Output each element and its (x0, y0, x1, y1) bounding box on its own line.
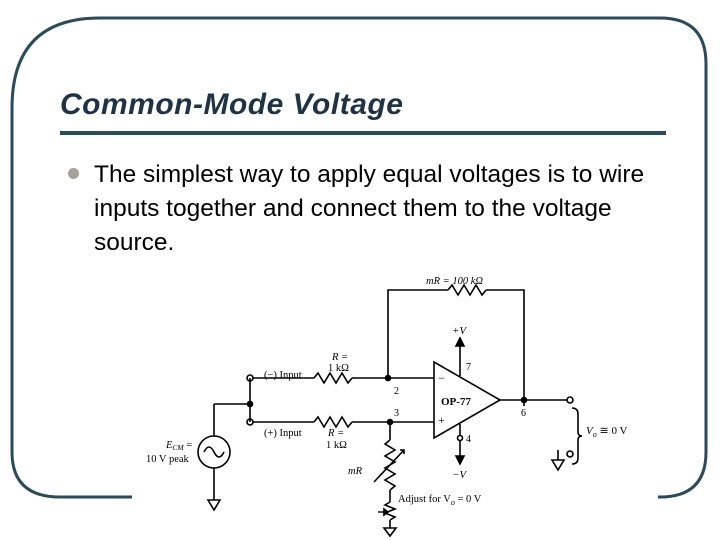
pos-input-label: (+) Input (264, 428, 302, 439)
pin-2-label: 2 (394, 386, 399, 397)
opamp-label: OP-77 (441, 396, 471, 408)
pos-supply-arrow (454, 336, 466, 347)
source-label-2: 10 V peak (146, 454, 190, 465)
r-top-label-2: 1 kΩ (328, 363, 349, 374)
opamp-minus-sign: − (438, 371, 445, 385)
r-bottom-label-2: 1 kΩ (326, 440, 347, 451)
pin-6-label: 6 (521, 408, 526, 419)
output-ground-symbol (550, 459, 566, 472)
pin-4-label: 4 (466, 434, 471, 445)
output-voltage-label: Vo ≅ 0 V (586, 425, 628, 439)
bullet-text: The simplest way to apply equal voltages… (94, 161, 645, 256)
source-label-1: ECM = (165, 440, 192, 452)
feedback-wire (387, 289, 448, 376)
bullet-marker (68, 168, 79, 179)
r-top-label-1: R = (331, 352, 348, 363)
r-bottom-label-1: R = (327, 428, 344, 439)
neg-supply-arrow (454, 455, 466, 466)
adjust-label: Adjust for Vo = 0 V (398, 494, 482, 507)
r-bottom-resistor (313, 415, 353, 429)
opamp-plus-sign: + (438, 413, 445, 427)
pos-supply-label: +V (452, 325, 467, 337)
feedback-resistor-label: mR = 100 kΩ (426, 276, 483, 287)
pin-3-label: 3 (394, 408, 399, 419)
neg-input-label: (−) Input (264, 370, 302, 381)
title-underline (60, 131, 666, 135)
mr-adjust-arrow (373, 449, 405, 483)
ac-source-wave (203, 446, 225, 458)
slide-title: Common-Mode Voltage (60, 88, 404, 121)
output-brace (571, 407, 583, 465)
source-ground-symbol (206, 499, 222, 512)
pin-7-label: 7 (466, 362, 471, 373)
pot-resistor (382, 501, 398, 521)
common-mode-circuit-diagram: mR = 100 kΩ OP-77 − + +V 7 4 −V 6 Vo ≅ 0… (138, 268, 658, 540)
opamp-symbol (433, 360, 502, 440)
mr-ground-symbol (382, 527, 398, 538)
neg-supply-label: −V (452, 469, 467, 481)
mr-label: mR (348, 466, 363, 477)
feedback-resistor (447, 283, 487, 297)
r-top-resistor (313, 371, 353, 385)
